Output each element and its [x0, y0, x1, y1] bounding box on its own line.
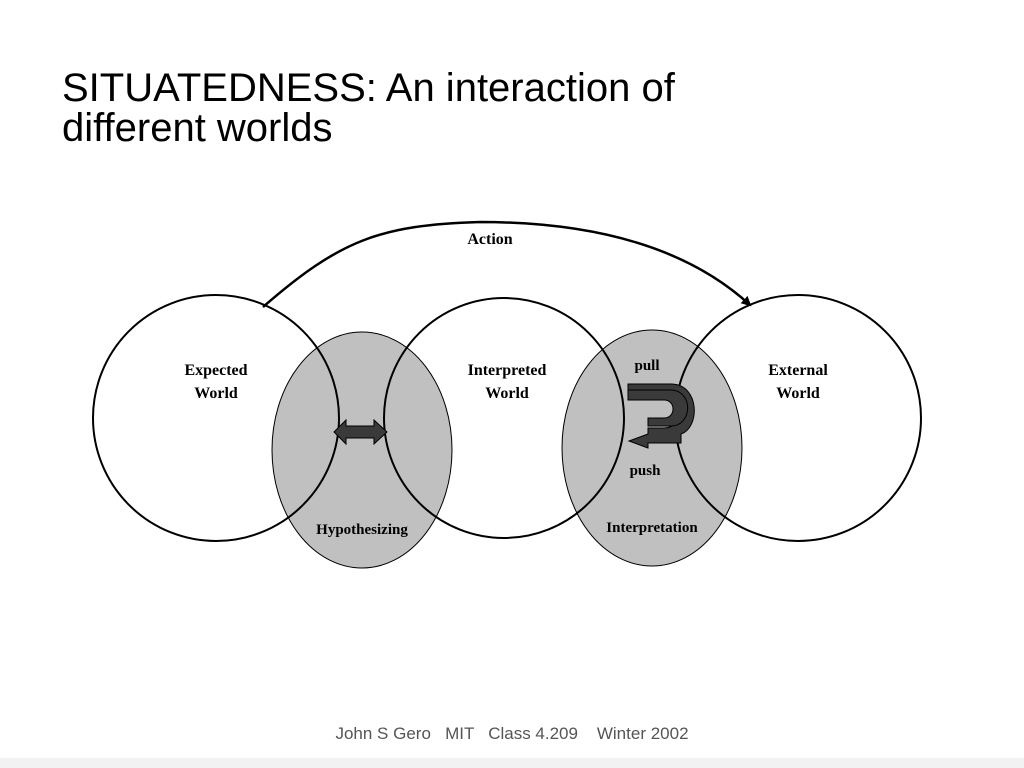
- double-arrow-icon: [333, 418, 388, 446]
- slide-title-line-2: different worlds: [62, 106, 333, 150]
- push-label: push: [630, 463, 662, 479]
- interpreted-world-label-2: World: [485, 385, 529, 402]
- bottom-rule: [0, 758, 1024, 768]
- external-world-label-1: External: [768, 362, 828, 379]
- hypothesizing-label: Hypothesizing: [316, 522, 408, 538]
- interpreted-world-circle: [383, 297, 625, 539]
- hypothesizing-ellipse: [271, 331, 453, 569]
- action-arc: [262, 220, 752, 308]
- slide-title: SITUATEDNESS: An interaction of differen…: [62, 68, 962, 148]
- external-world-label-2: World: [776, 385, 820, 402]
- slide-footer: John S Gero MIT Class 4.209 Winter 2002: [335, 724, 689, 743]
- interpretation-ellipse: [561, 329, 743, 567]
- action-label: Action: [467, 231, 512, 248]
- interpreted-world-label-1: Interpreted: [468, 362, 547, 379]
- interpretation-label: Interpretation: [606, 520, 698, 536]
- pull-push-arrow-tail: [627, 389, 689, 427]
- slide-title-line-1: SITUATEDNESS: An interaction of: [62, 66, 675, 110]
- expected-world-label-2: World: [194, 385, 238, 402]
- pull-label: pull: [634, 358, 659, 374]
- expected-world-label-1: Expected: [184, 362, 247, 379]
- expected-world-circle: [92, 294, 340, 542]
